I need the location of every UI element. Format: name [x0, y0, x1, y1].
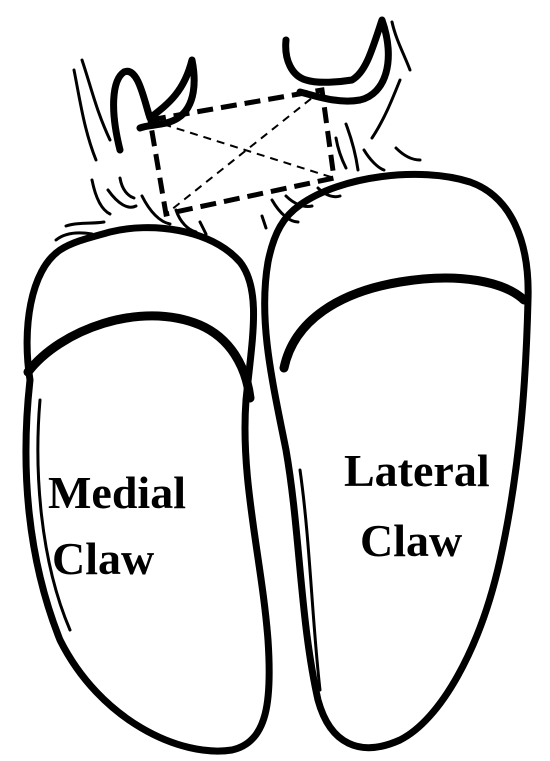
lateral-claw-label-line2: Claw: [360, 515, 462, 566]
measurement-diagonal-1: [150, 120, 334, 178]
measurement-quadrilateral: [150, 90, 334, 214]
dewclaw-measurement-lines: [150, 90, 334, 214]
dewclaw-right: [286, 20, 389, 101]
medial-claw-heel-line: [28, 316, 250, 398]
lateral-claw-label-line1: Lateral: [344, 445, 490, 496]
medial-claw-label-line2: Claw: [52, 533, 154, 584]
hair-tufts: [56, 22, 420, 240]
lateral-claw-heel-line: [284, 278, 524, 368]
medial-claw-label-line1: Medial: [48, 467, 186, 518]
